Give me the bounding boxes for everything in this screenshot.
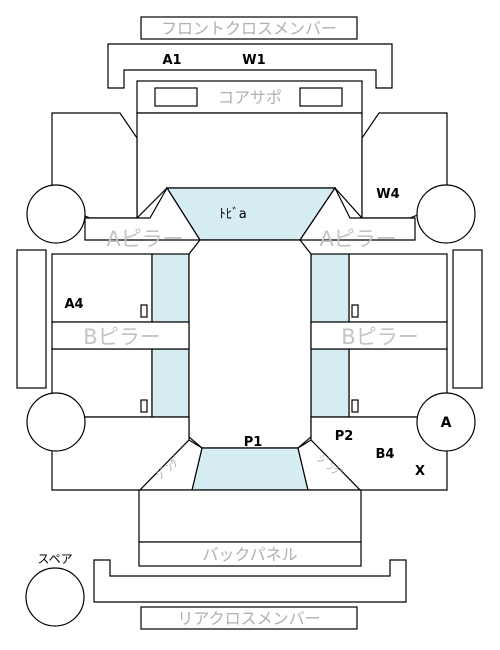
front-bumper-bracket[interactable]	[107, 43, 393, 89]
spare-label: スペア	[37, 552, 72, 566]
front-cross-member-label: フロントクロスメンバー	[161, 19, 337, 38]
mark-a4: A4	[64, 297, 83, 312]
mark-p1: P1	[244, 435, 263, 450]
rear-left-wheel[interactable]	[26, 392, 86, 452]
right-a-pillar[interactable]	[298, 186, 416, 241]
back-panel-box[interactable]	[138, 541, 362, 567]
spare-tire[interactable]	[25, 567, 85, 627]
right-b-pillar-label: Bピラー	[341, 325, 418, 349]
left-b-pillar-label: Bピラー	[83, 325, 160, 349]
mark-w1: W1	[242, 53, 265, 68]
headlight-right[interactable]	[299, 87, 343, 107]
front-cross-member-box[interactable]	[140, 16, 358, 40]
rear-cross-member-label: リアクロスメンバー	[177, 609, 320, 628]
rear-cross-member-box[interactable]	[140, 606, 358, 630]
left-a-pillar-label: Aピラー	[106, 227, 183, 251]
left-a-pillar[interactable]	[84, 186, 202, 241]
mark-w4: W4	[376, 187, 399, 202]
right-rear-window[interactable]	[310, 348, 350, 418]
left-rear-door-handle[interactable]	[140, 399, 148, 413]
left-front-door[interactable]	[51, 253, 153, 323]
roof[interactable]	[188, 239, 312, 449]
headlight-left[interactable]	[154, 87, 198, 107]
right-side-skirt[interactable]	[452, 249, 483, 389]
left-front-door-handle[interactable]	[140, 304, 148, 318]
core-support-label: コアサポ	[218, 88, 282, 107]
mark-a-circle: A	[441, 415, 452, 431]
front-right-wheel[interactable]	[416, 184, 476, 244]
rear-right-wheel[interactable]	[416, 392, 476, 452]
right-b-pillar[interactable]	[310, 321, 448, 350]
right-front-door[interactable]	[348, 253, 448, 323]
rear-bumper-bracket[interactable]	[93, 559, 407, 603]
left-rear-window[interactable]	[151, 348, 190, 418]
left-b-pillar[interactable]	[51, 321, 190, 350]
trunk-lid[interactable]	[138, 489, 362, 543]
front-left-wheel[interactable]	[26, 184, 86, 244]
mark-a1: A1	[162, 53, 181, 68]
door-label: ﾄﾋﾞa	[219, 207, 246, 222]
back-panel-label: バックパネル	[202, 545, 297, 564]
mark-x: X	[415, 464, 425, 479]
mark-b4: B4	[376, 447, 395, 462]
right-front-window[interactable]	[310, 253, 350, 323]
rear-window[interactable]	[191, 447, 309, 491]
mark-p2: P2	[335, 429, 354, 444]
left-side-skirt[interactable]	[16, 249, 47, 389]
right-a-pillar-label: Aピラー	[319, 227, 396, 251]
left-front-window[interactable]	[151, 253, 190, 323]
right-rear-door-handle[interactable]	[351, 399, 359, 413]
right-front-door-handle[interactable]	[351, 304, 359, 318]
